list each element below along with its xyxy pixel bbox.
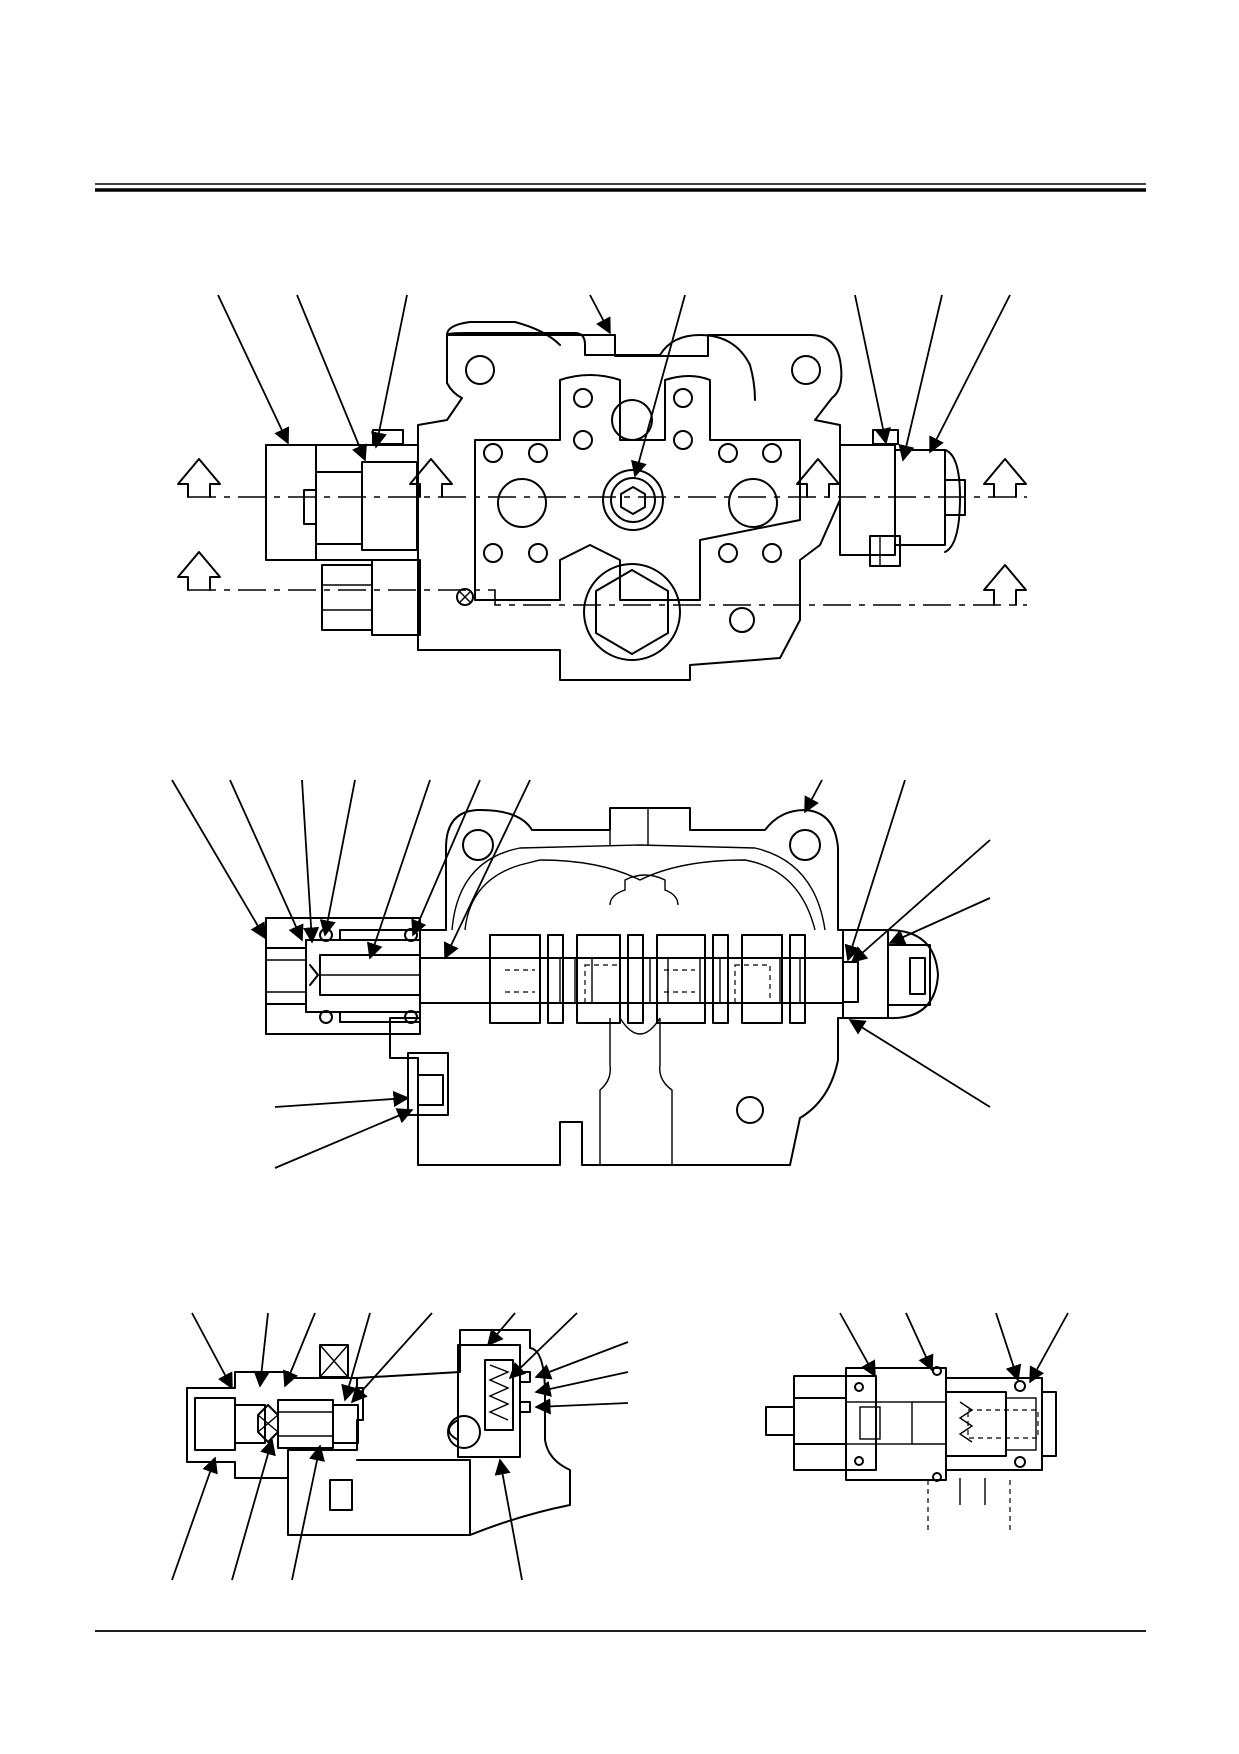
relief-valve-figure: [171, 1312, 629, 1581]
top-view-figure: [177, 294, 1027, 681]
bolt-holes: [483, 388, 782, 563]
leader-lines: [171, 1312, 629, 1581]
section-arrow: [177, 458, 1027, 606]
cartridge-detail-figure: [765, 1312, 1069, 1530]
leader-lines: [839, 1312, 1069, 1384]
leader-lines: [171, 779, 991, 1169]
header-rule: [95, 183, 1146, 192]
spool-grooves: [539, 958, 801, 1003]
section-view-figure: [171, 779, 991, 1169]
leader-lines: [217, 294, 1011, 478]
